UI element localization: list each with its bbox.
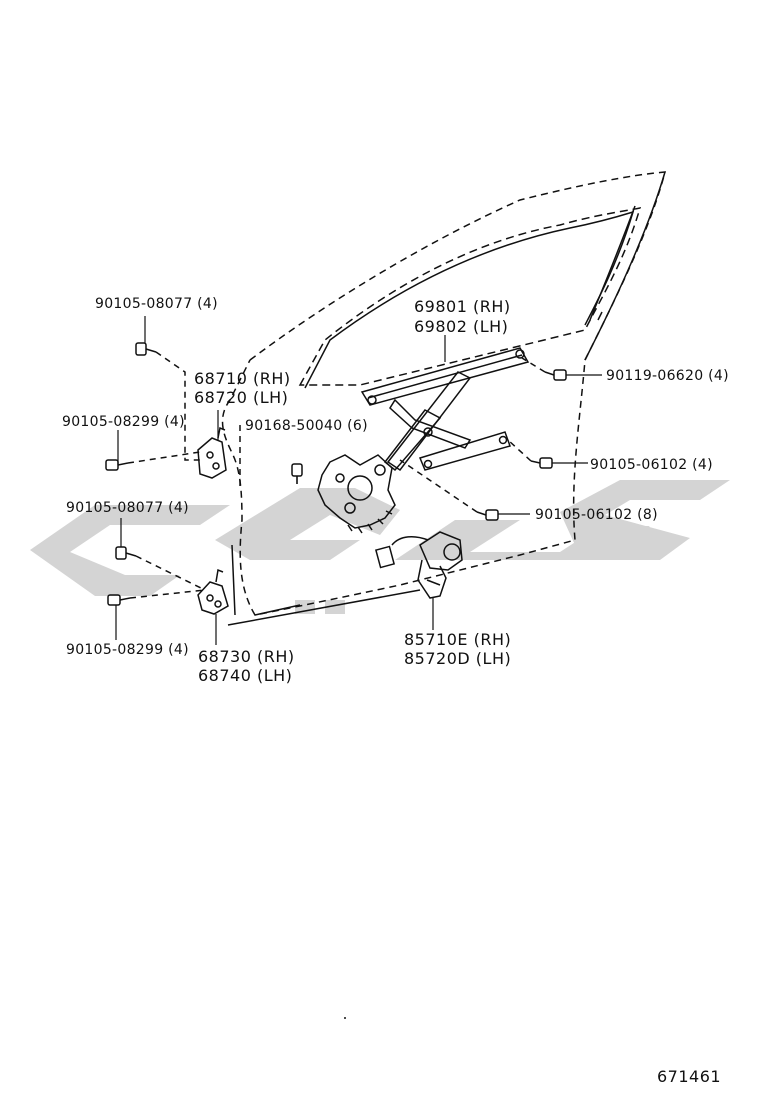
part-label-bolt: 90105-08299 (4) xyxy=(66,642,189,658)
regulator-gear-plate xyxy=(317,454,396,534)
regulator-scissor-arms xyxy=(383,371,472,472)
part-label-bolt: 90105-08299 (4) xyxy=(62,414,185,430)
part-label-lower-hinge-rh: 68730 (RH) xyxy=(198,647,295,666)
part-label-lower-hinge-lh: 68740 (LH) xyxy=(198,666,293,685)
part-label-upper-hinge-rh: 68710 (RH) xyxy=(194,369,291,388)
part-label-bolt: 90105-08077 (4) xyxy=(66,500,189,516)
bolt-icon xyxy=(476,509,499,521)
diagram-id: 671461 xyxy=(657,1067,722,1086)
part-label-bolt: 90105-08077 (4) xyxy=(95,296,218,312)
regulator-lower-rail xyxy=(418,431,511,471)
bolt-icon xyxy=(544,369,567,381)
part-label-bolt: 90105-06102 (4) xyxy=(590,457,713,473)
part-label-upper-hinge-lh: 68720 (LH) xyxy=(194,388,289,407)
window-glass-outline xyxy=(298,207,642,386)
part-label-bolt: 90119-06620 (4) xyxy=(606,368,729,384)
bolt-dashed-leaders xyxy=(127,351,546,599)
bolt-icon xyxy=(115,546,137,560)
door-bottom-edge xyxy=(227,544,421,626)
label-leader-lines xyxy=(115,316,602,645)
part-label-motor-rh: 85710E (RH) xyxy=(404,630,512,649)
part-label-regulator-rh: 69801 (RH) xyxy=(414,297,511,316)
part-label-bolt: 90105-06102 (8) xyxy=(535,507,658,523)
lower-hinge xyxy=(197,568,229,615)
window-glass xyxy=(304,210,635,389)
watermark-logo xyxy=(30,480,730,614)
upper-hinge xyxy=(197,426,227,479)
window-motor xyxy=(374,531,463,599)
bolt-icon xyxy=(530,457,553,469)
regulator-upper-rail xyxy=(360,347,530,406)
part-label-regulator-lh: 69802 (LH) xyxy=(414,317,509,336)
bolt-icon xyxy=(135,342,157,356)
part-label-screw: 90168-50040 (6) xyxy=(245,418,368,434)
bolt-icon xyxy=(105,459,129,471)
bolt-icon xyxy=(107,594,131,606)
part-label-motor-lh: 85720D (LH) xyxy=(404,649,512,668)
door-frame-pillar xyxy=(584,171,666,361)
